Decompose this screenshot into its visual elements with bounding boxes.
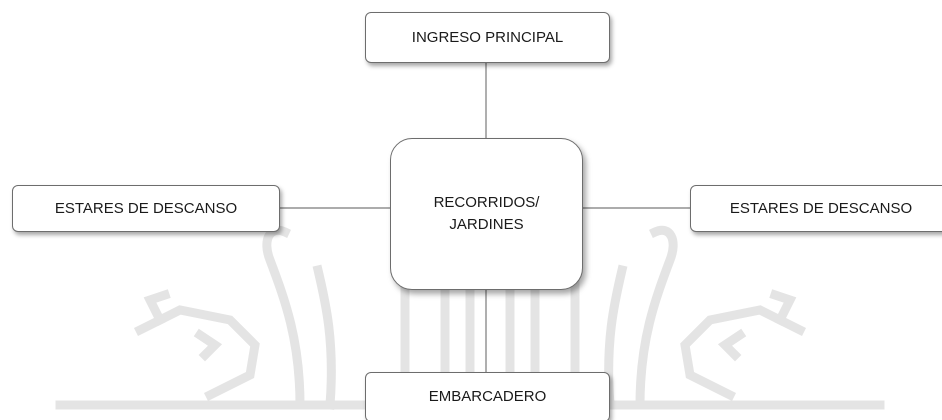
node-recorridos-label-line1: RECORRIDOS/ bbox=[433, 194, 540, 211]
node-ingreso-principal-label: INGRESO PRINCIPAL bbox=[411, 28, 564, 46]
node-estares-descanso-left: ESTARES DE DESCANSO bbox=[12, 185, 280, 232]
node-recorridos-jardines: RECORRIDOS/ JARDINES bbox=[390, 138, 583, 290]
node-embarcadero-label: EMBARCADERO bbox=[428, 388, 547, 405]
node-estares-descanso-right: ESTARES DE DESCANSO bbox=[690, 185, 942, 232]
node-estares-descanso-right-label: ESTARES DE DESCANSO bbox=[729, 199, 913, 217]
node-recorridos-label-line2: JARDINES bbox=[449, 216, 524, 233]
node-embarcadero: EMBARCADERO bbox=[365, 372, 610, 420]
node-ingreso-principal: INGRESO PRINCIPAL bbox=[365, 12, 610, 63]
node-estares-descanso-left-label: ESTARES DE DESCANSO bbox=[54, 199, 238, 217]
